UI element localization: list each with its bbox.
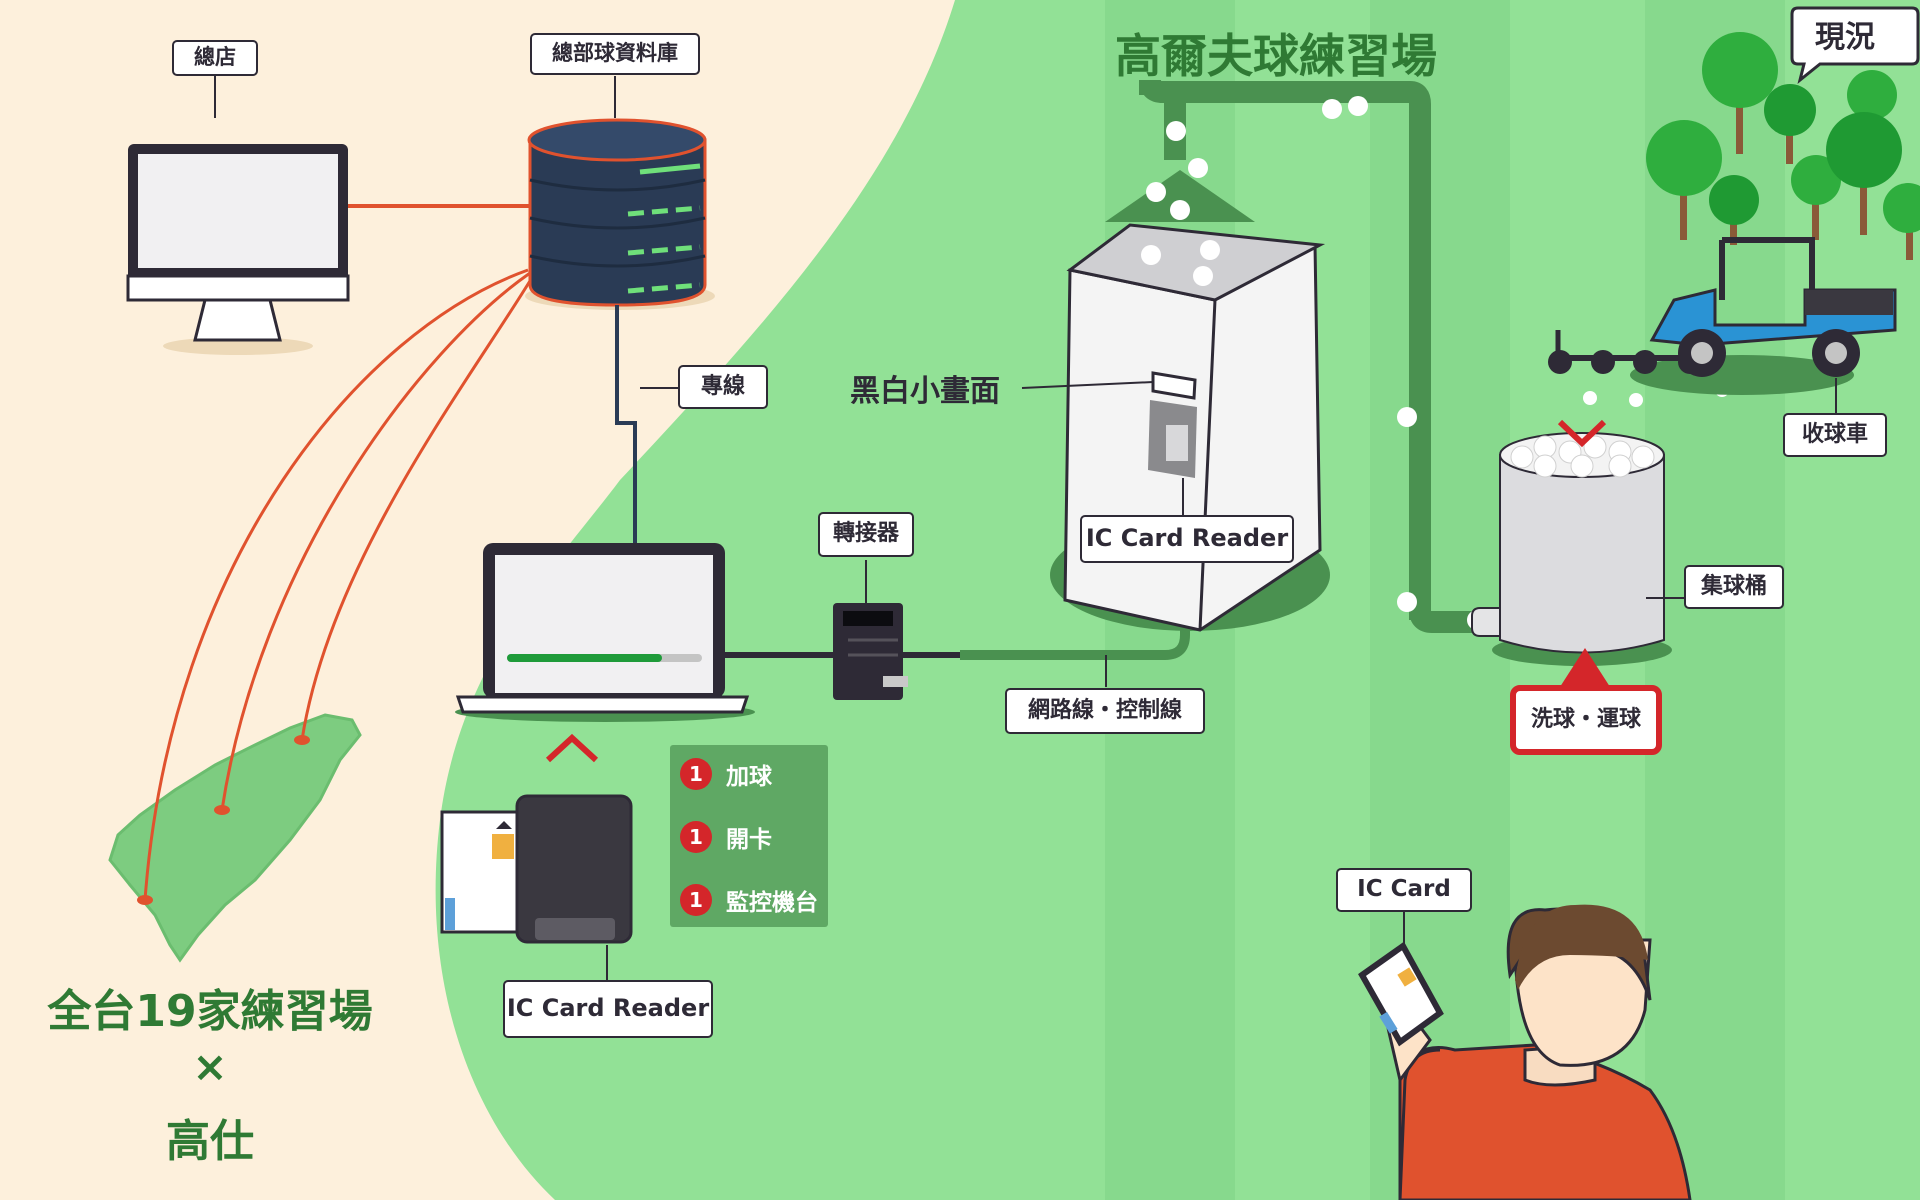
taiwan-map: [108, 713, 362, 963]
desk-reader-label: IC Card Reader: [503, 980, 713, 1038]
menu-item-label: 開卡: [726, 827, 772, 853]
number-badge: 1: [680, 884, 712, 916]
menu-item-add-balls[interactable]: 1 加球: [680, 757, 772, 791]
db-link-south: [143, 268, 529, 901]
status-bubble-text: 現況: [1815, 20, 1875, 55]
machine-reader-label: IC Card Reader: [1080, 515, 1294, 563]
store-label: 總店: [172, 40, 258, 76]
location-dot-south: [137, 895, 153, 905]
menu-item-label: 監控機台: [726, 890, 818, 916]
adapter-icon: [833, 603, 908, 700]
phone-icon: [1358, 941, 1444, 1047]
desk-card-reader-icon: [440, 794, 633, 944]
database-label: 總部球資料庫: [530, 33, 700, 75]
network-cable: [960, 625, 1190, 660]
adapter-label: 轉接器: [818, 512, 914, 557]
location-dot-central: [214, 805, 230, 815]
laptop-icon: [455, 543, 755, 722]
left-caption-line2: ×: [192, 1042, 228, 1091]
ball-conveyor: [1409, 609, 1480, 633]
number-badge: 1: [680, 758, 712, 790]
status-bubble: [1790, 6, 1920, 84]
wash-arrow-icon: [1558, 648, 1612, 690]
store-monitor-icon: [126, 144, 350, 355]
db-link-central: [220, 271, 531, 811]
menu-item-open-card[interactable]: 1 開卡: [680, 820, 772, 854]
database-icon: [525, 118, 715, 310]
wash-transport-label: 洗球・運球: [1510, 685, 1662, 755]
collector-truck-icon: [1548, 237, 1897, 395]
ball-bucket-icon: [1471, 419, 1672, 666]
menu-item-monitor[interactable]: 1 監控機台: [680, 883, 818, 917]
left-caption-line3: 高仕: [166, 1116, 254, 1167]
number-badge: 1: [680, 821, 712, 853]
dedicated-line-cable: [615, 305, 637, 545]
page-title: 高爾夫球練習場: [1115, 29, 1437, 83]
function-menu: 1 加球 1 開卡 1 監控機台: [670, 745, 828, 927]
collector-truck-label: 收球車: [1783, 413, 1887, 457]
person-icon: [1383, 904, 1692, 1200]
menu-item-label: 加球: [726, 764, 772, 790]
network-line-label: 網路線・控制線: [1005, 688, 1205, 734]
small-screen-label: 黑白小畫面: [850, 374, 1000, 409]
ic-card-label: IC Card: [1336, 868, 1472, 912]
db-link-north: [300, 275, 535, 741]
dedicated-line-label: 專線: [678, 365, 768, 409]
chevron-up-icon: [545, 733, 599, 763]
trees-icon: [1646, 32, 1920, 260]
location-dot-north: [294, 735, 310, 745]
ball-bucket-label: 集球桶: [1684, 565, 1784, 609]
left-caption-line1: 全台19家練習場: [47, 986, 373, 1037]
